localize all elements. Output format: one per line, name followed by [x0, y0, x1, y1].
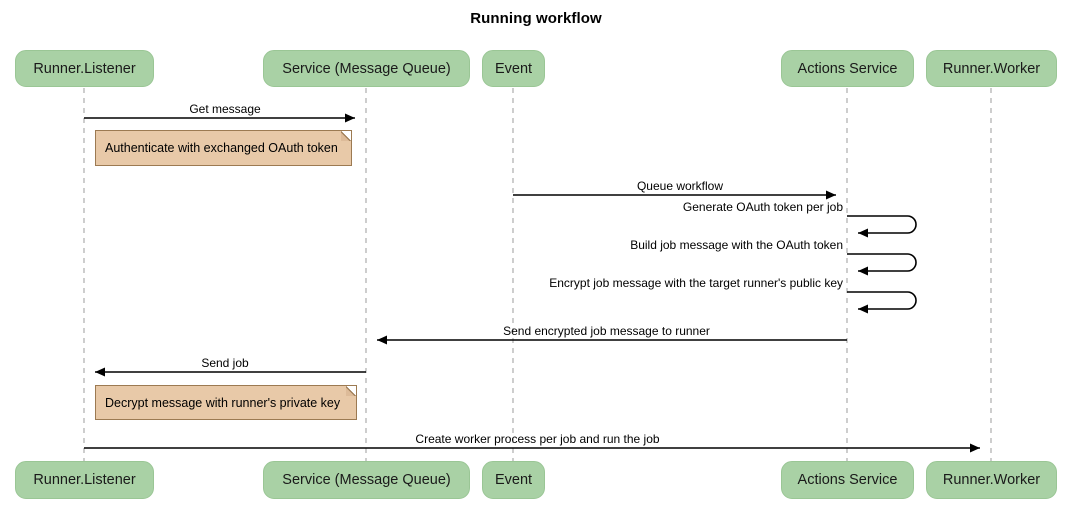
note-label: Decrypt message with runner's private ke…	[105, 395, 341, 410]
participant-label: Actions Service	[797, 60, 898, 77]
participant-footer-actions_service[interactable]: Actions Service	[781, 461, 914, 499]
participant-footer-event[interactable]: Event	[482, 461, 545, 499]
message-label-create_worker_process: Create worker process per job and run th…	[415, 432, 660, 446]
participant-header-runner_listener[interactable]: Runner.Listener	[15, 50, 154, 87]
message-label-send_job: Send job	[201, 356, 249, 370]
note-label: Authenticate with exchanged OAuth token	[105, 141, 338, 155]
participant-header-service_mq[interactable]: Service (Message Queue)	[263, 50, 470, 87]
participant-header-runner_worker[interactable]: Runner.Worker	[926, 50, 1057, 87]
participant-footer-service_mq[interactable]: Service (Message Queue)	[263, 461, 470, 499]
message-label-build_job_message: Build job message with the OAuth token	[630, 238, 843, 252]
self-message-build_job_message	[847, 253, 917, 276]
participant-label: Runner.Listener	[33, 472, 136, 488]
note-decrypt_note: Decrypt message with runner's private ke…	[95, 385, 357, 420]
participant-header-actions_service[interactable]: Actions Service	[781, 50, 914, 87]
message-label-get_message: Get message	[189, 102, 261, 116]
note-authenticate_note: Authenticate with exchanged OAuth token	[95, 130, 352, 166]
participant-label: Service (Message Queue)	[282, 472, 451, 488]
self-message-encrypt_job_message	[847, 291, 917, 314]
participant-label: Runner.Worker	[942, 60, 1041, 77]
participant-label: Runner.Listener	[33, 60, 136, 77]
note-fold-corner-icon	[341, 131, 351, 141]
page-title: Running workflow	[470, 10, 602, 27]
participant-label: Runner.Worker	[942, 472, 1041, 488]
message-label-queue_workflow: Queue workflow	[636, 179, 724, 193]
message-label-encrypt_job_message: Encrypt job message with the target runn…	[549, 276, 843, 290]
participant-footer-runner_listener[interactable]: Runner.Listener	[15, 461, 154, 499]
message-label-generate_oauth_token: Generate OAuth token per job	[682, 200, 843, 214]
lifelines	[83, 88, 992, 461]
self-message-generate_oauth_token	[847, 215, 917, 238]
participant-label: Service (Message Queue)	[282, 60, 451, 77]
participant-footer-runner_worker[interactable]: Runner.Worker	[926, 461, 1057, 499]
note-fold-corner-icon	[346, 386, 356, 396]
participant-label: Actions Service	[797, 472, 898, 488]
message-label-send_encrypted_job: Send encrypted job message to runner	[503, 324, 710, 338]
message-arrows	[84, 113, 980, 453]
participant-label: Event	[494, 60, 533, 77]
participant-header-event[interactable]: Event	[482, 50, 545, 87]
participant-label: Event	[494, 472, 533, 488]
